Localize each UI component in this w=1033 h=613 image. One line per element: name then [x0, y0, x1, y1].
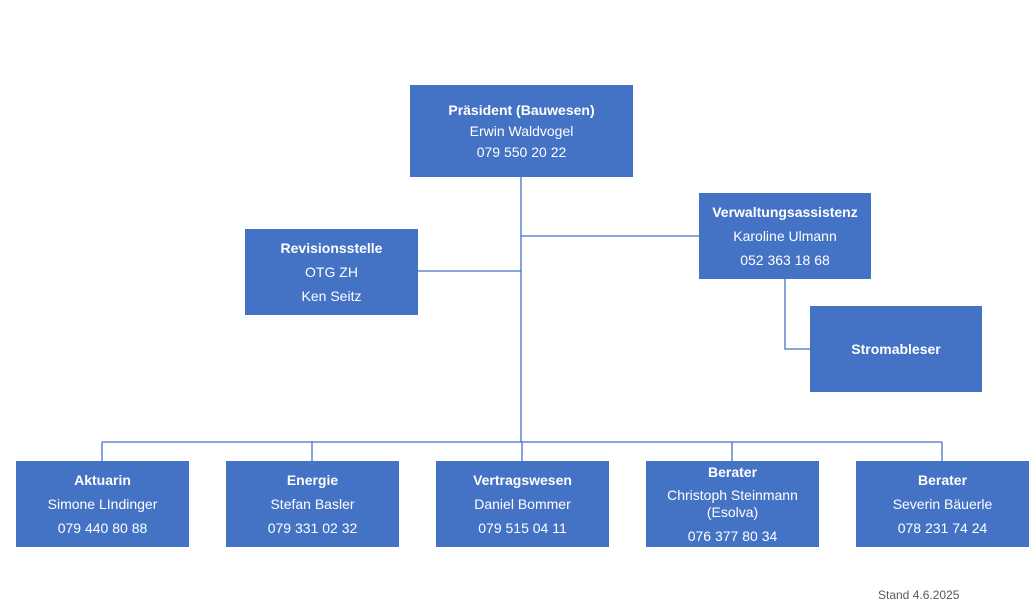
member-title: Energie	[286, 472, 339, 488]
verwaltungsassistenz-name: Karoline Ulmann	[733, 228, 837, 244]
president-phone: 079 550 20 22	[476, 143, 567, 160]
president-name: Erwin Waldvogel	[469, 122, 574, 139]
member-box-energie: Energie Stefan Basler 079 331 02 32	[226, 461, 399, 547]
member-name: Christoph Steinmann (Esolva)	[667, 486, 798, 520]
member-name: Severin Bäuerle	[892, 496, 993, 512]
verwaltungsassistenz-box: Verwaltungsassistenz Karoline Ulmann 052…	[699, 193, 871, 279]
member-box-vertragswesen: Vertragswesen Daniel Bommer 079 515 04 1…	[436, 461, 609, 547]
member-title: Vertragswesen	[473, 472, 572, 488]
verwaltungsassistenz-title: Verwaltungsassistenz	[712, 204, 858, 220]
member-box-aktuarin: Aktuarin Simone LIndinger 079 440 80 88	[16, 461, 189, 547]
member-name: Stefan Basler	[270, 496, 355, 512]
member-box-berater-2: Berater Severin Bäuerle 078 231 74 24	[856, 461, 1029, 547]
stromableser-box: Stromableser	[810, 306, 982, 392]
member-name: Simone LIndinger	[47, 496, 158, 512]
member-title: Aktuarin	[74, 472, 131, 488]
president-box: Präsident (Bauwesen) Erwin Waldvogel 079…	[410, 85, 633, 177]
stand-date: Stand 4.6.2025	[878, 588, 960, 602]
member-phone: 078 231 74 24	[897, 520, 988, 536]
verwaltungsassistenz-phone: 052 363 18 68	[740, 252, 830, 268]
revisionsstelle-line2: Ken Seitz	[301, 288, 362, 304]
member-phone: 079 440 80 88	[57, 520, 148, 536]
member-phone: 079 331 02 32	[267, 520, 358, 536]
member-box-berater-1: Berater Christoph Steinmann (Esolva) 076…	[646, 461, 819, 547]
president-title: Präsident (Bauwesen)	[448, 101, 595, 118]
member-name: Daniel Bommer	[474, 496, 571, 512]
revisionsstelle-box: Revisionsstelle OTG ZH Ken Seitz	[245, 229, 418, 315]
member-phone: 076 377 80 34	[687, 527, 778, 544]
member-phone: 079 515 04 11	[478, 520, 567, 536]
member-title: Berater	[707, 463, 758, 480]
revisionsstelle-title: Revisionsstelle	[280, 240, 383, 256]
member-title: Berater	[917, 472, 968, 488]
stromableser-title: Stromableser	[851, 340, 941, 357]
revisionsstelle-line1: OTG ZH	[305, 264, 358, 280]
